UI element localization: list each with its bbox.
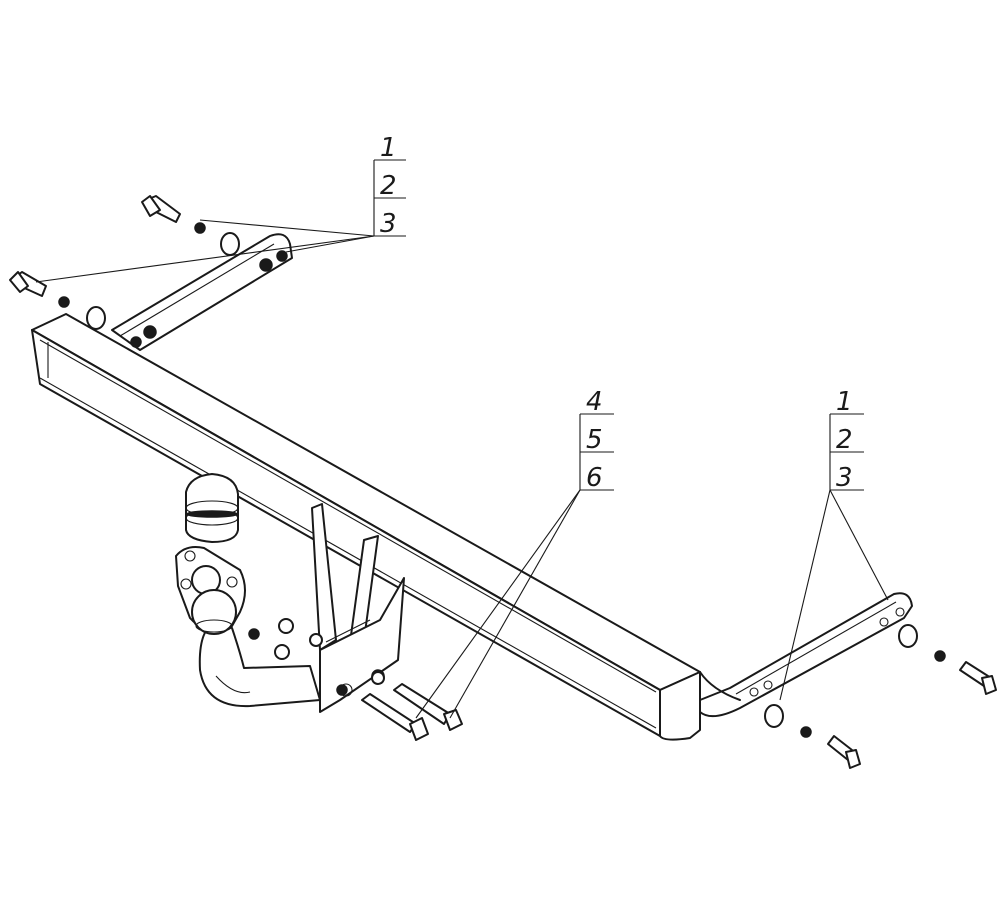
tow-ball-assembly — [175, 473, 321, 708]
main-crossbar-beam — [31, 313, 741, 741]
callout-left: 1 2 3 — [373, 133, 406, 239]
callout-center: 4 5 6 — [579, 387, 614, 493]
hitch-bracket — [311, 503, 405, 713]
left-arm-fasteners — [9, 195, 240, 330]
left-mounting-arm — [111, 233, 293, 351]
callout-label: 1 — [836, 387, 853, 417]
callout-label: 2 — [380, 171, 397, 201]
callout-label: 6 — [586, 463, 603, 493]
callout-label: 5 — [586, 425, 603, 455]
right-mounting-arm — [699, 592, 913, 718]
leader-lines — [35, 219, 889, 719]
callout-label: 4 — [586, 387, 603, 417]
callout-right: 1 2 3 — [829, 387, 864, 493]
callout-label: 3 — [380, 209, 397, 239]
callout-label: 1 — [380, 133, 397, 163]
callout-label: 3 — [836, 463, 853, 493]
callout-label: 2 — [836, 425, 853, 455]
bracket-fasteners — [248, 618, 463, 741]
right-arm-fasteners — [764, 624, 997, 769]
